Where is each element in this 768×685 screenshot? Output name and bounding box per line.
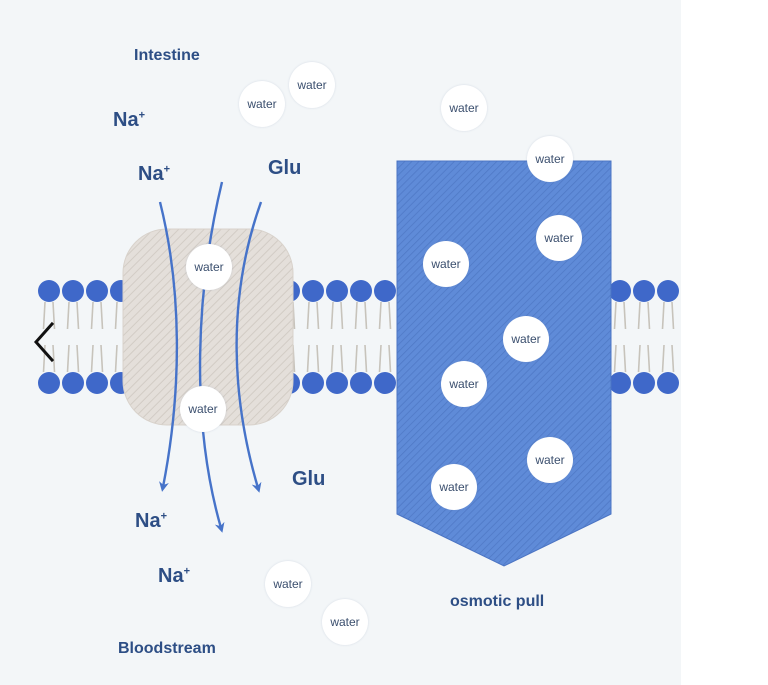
- water-molecule: water: [536, 215, 582, 261]
- lipid-tail: [114, 344, 118, 373]
- phospholipid-head: [62, 280, 84, 302]
- phospholipid-head: [350, 280, 372, 302]
- lipid-tail: [661, 344, 665, 373]
- lipid-tail: [647, 344, 651, 373]
- water-molecule: water: [186, 244, 232, 290]
- phospholipid-head: [374, 372, 396, 394]
- glucose-label: Glu: [292, 468, 326, 490]
- lipid-tail: [637, 301, 641, 330]
- lipid-tail: [330, 344, 334, 373]
- lipid-tail: [613, 344, 617, 373]
- sodium-ion-label: Na+: [113, 109, 146, 131]
- lipid-tail: [661, 301, 665, 330]
- lipid-tails: [42, 301, 675, 373]
- phospholipid-head: [38, 280, 60, 302]
- lipid-tail: [90, 344, 94, 373]
- phospholipid-head: [302, 280, 324, 302]
- lipid-tail: [76, 301, 80, 330]
- osmotic-pull-block: [396, 160, 612, 567]
- lipid-tail: [66, 344, 70, 373]
- phospholipid-head: [633, 280, 655, 302]
- sodium-arrow: [158, 201, 179, 492]
- bloodstream-label: Bloodstream: [118, 640, 216, 657]
- lipid-tail: [354, 344, 358, 373]
- phospholipid-head: [657, 280, 679, 302]
- previous-slide-button[interactable]: [28, 320, 62, 364]
- sodium-ion-label: Na+: [138, 163, 171, 185]
- phospholipid-head: [326, 372, 348, 394]
- lipid-tail: [316, 301, 320, 330]
- lipid-tail: [66, 301, 70, 330]
- glucose-arrow: [235, 201, 263, 493]
- water-arrow: [198, 181, 225, 533]
- lipid-tail: [52, 301, 56, 330]
- water-molecule: water: [441, 85, 487, 131]
- water-molecule: water: [265, 561, 311, 607]
- water-molecule: water: [239, 81, 285, 127]
- lipid-tail: [364, 344, 368, 373]
- phospholipid-head: [86, 372, 108, 394]
- sodium-ion-label: Na+: [135, 510, 168, 532]
- water-molecule: water: [322, 599, 368, 645]
- lipid-tail: [42, 301, 46, 330]
- lipid-tail: [52, 344, 56, 373]
- water-molecule: water: [289, 62, 335, 108]
- lipid-tail: [388, 344, 392, 373]
- lipid-tail: [623, 301, 627, 330]
- phospholipid-head: [609, 280, 631, 302]
- glucose-label: Glu: [268, 157, 302, 179]
- lipid-tail: [340, 301, 344, 330]
- membrane-heads-top: [38, 280, 679, 302]
- lipid-tail: [671, 344, 675, 373]
- phospholipid-head: [326, 280, 348, 302]
- lipid-tail: [364, 301, 368, 330]
- phospholipid-head: [38, 372, 60, 394]
- water-molecule: water: [441, 361, 487, 407]
- lipid-tail: [671, 301, 675, 330]
- lipid-tail: [76, 344, 80, 373]
- water-molecule: water: [423, 241, 469, 287]
- phospholipid-head: [657, 372, 679, 394]
- water-molecule: water: [431, 464, 477, 510]
- lipid-tail: [637, 344, 641, 373]
- lipid-tail: [340, 344, 344, 373]
- phospholipid-head: [302, 372, 324, 394]
- phospholipid-head: [633, 372, 655, 394]
- sodium-ion-label: Na+: [158, 565, 191, 587]
- phospholipid-head: [86, 280, 108, 302]
- osmotic-pull-label: osmotic pull: [450, 593, 545, 610]
- lipid-tail: [306, 344, 310, 373]
- phospholipid-head: [374, 280, 396, 302]
- lipid-tail: [306, 301, 310, 330]
- water-molecule: water: [503, 316, 549, 362]
- phospholipid-head: [350, 372, 372, 394]
- lipid-tail: [378, 344, 382, 373]
- lipid-tail: [623, 344, 627, 373]
- lipid-tail: [90, 301, 94, 330]
- water-molecule: water: [527, 437, 573, 483]
- lipid-tail: [330, 301, 334, 330]
- chevron-left-icon: [33, 321, 55, 363]
- phospholipid-head: [609, 372, 631, 394]
- lipid-tail: [378, 301, 382, 330]
- lipid-tail: [100, 301, 104, 330]
- lipid-tail: [613, 301, 617, 330]
- lipid-tail: [388, 301, 392, 330]
- lipid-tail: [42, 344, 46, 373]
- lipid-tail: [354, 301, 358, 330]
- lipid-tail: [114, 301, 118, 330]
- lipid-tail: [100, 344, 104, 373]
- lipid-tail: [316, 344, 320, 373]
- lipid-tail: [647, 301, 651, 330]
- water-molecule: water: [527, 136, 573, 182]
- water-molecule: water: [180, 386, 226, 432]
- intestine-label: Intestine: [134, 47, 200, 64]
- phospholipid-head: [62, 372, 84, 394]
